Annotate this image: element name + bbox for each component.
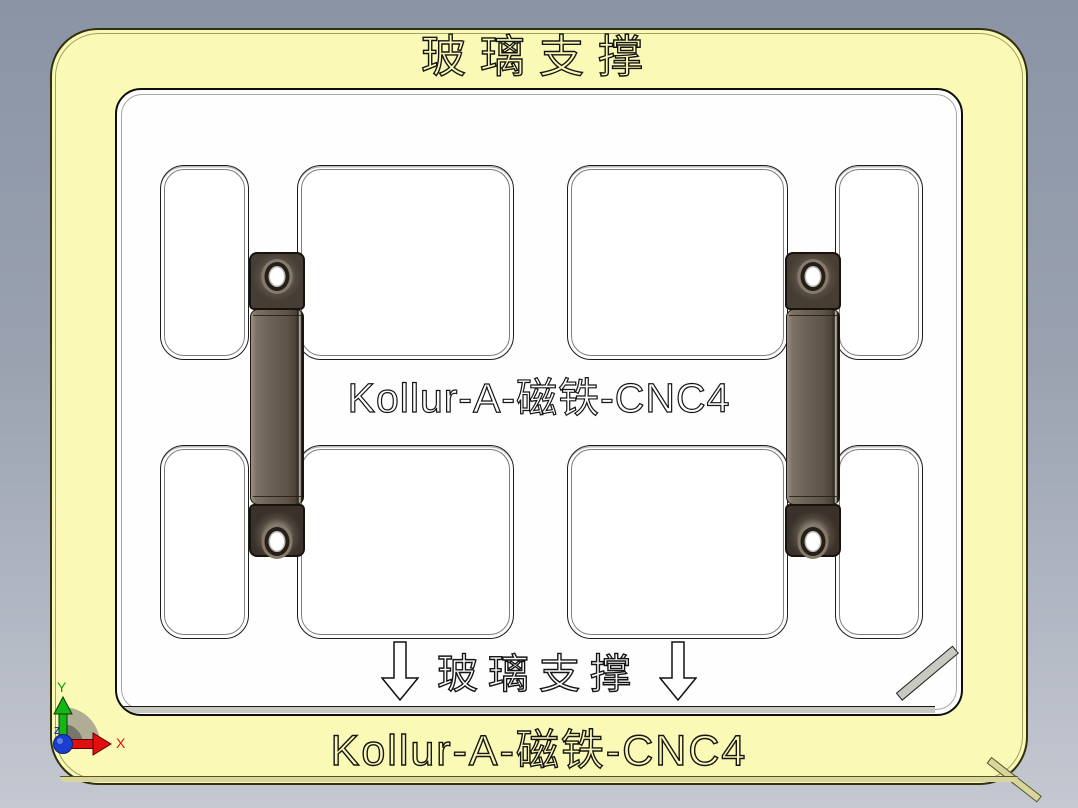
pocket-large-bottom-right[interactable] — [567, 445, 788, 639]
origin-sphere — [53, 734, 73, 754]
bolt-hole-icon — [264, 527, 290, 556]
clamp-bar-body — [786, 309, 840, 505]
pocket-small-top-right[interactable] — [835, 165, 923, 360]
clamp-top-block — [785, 252, 841, 310]
bolt-hole-icon — [264, 262, 290, 291]
z-axis-label: Z — [54, 726, 60, 737]
base-corner-chamfer — [895, 645, 959, 701]
orientation-triad: Z Y X — [53, 679, 126, 756]
pocket-large-bottom-left[interactable] — [297, 445, 514, 639]
pocket-small-bottom-left[interactable] — [160, 445, 249, 639]
clamp-bar-body — [250, 309, 304, 505]
plate-corner-chamfer — [986, 756, 1042, 803]
pocket-small-bottom-right[interactable] — [835, 445, 923, 639]
down-arrow-icon — [659, 641, 697, 701]
y-axis-label: Y — [57, 679, 67, 695]
pocket-large-top-left[interactable] — [297, 165, 514, 360]
clamp-bar-right[interactable] — [785, 252, 841, 557]
base-plate[interactable] — [115, 88, 963, 716]
pocket-small-top-left[interactable] — [160, 165, 249, 360]
clamp-bottom-block — [249, 504, 305, 557]
clamp-bar-left[interactable] — [249, 252, 305, 557]
bolt-hole-icon — [800, 262, 826, 291]
x-axis-label: X — [116, 735, 126, 751]
origin-sphere-highlight — [57, 738, 63, 744]
pocket-large-top-right[interactable] — [567, 165, 788, 360]
clamp-top-block — [249, 252, 305, 310]
bolt-hole-icon — [800, 527, 826, 556]
clamp-bottom-block — [785, 504, 841, 557]
down-arrow-icon — [381, 641, 419, 701]
